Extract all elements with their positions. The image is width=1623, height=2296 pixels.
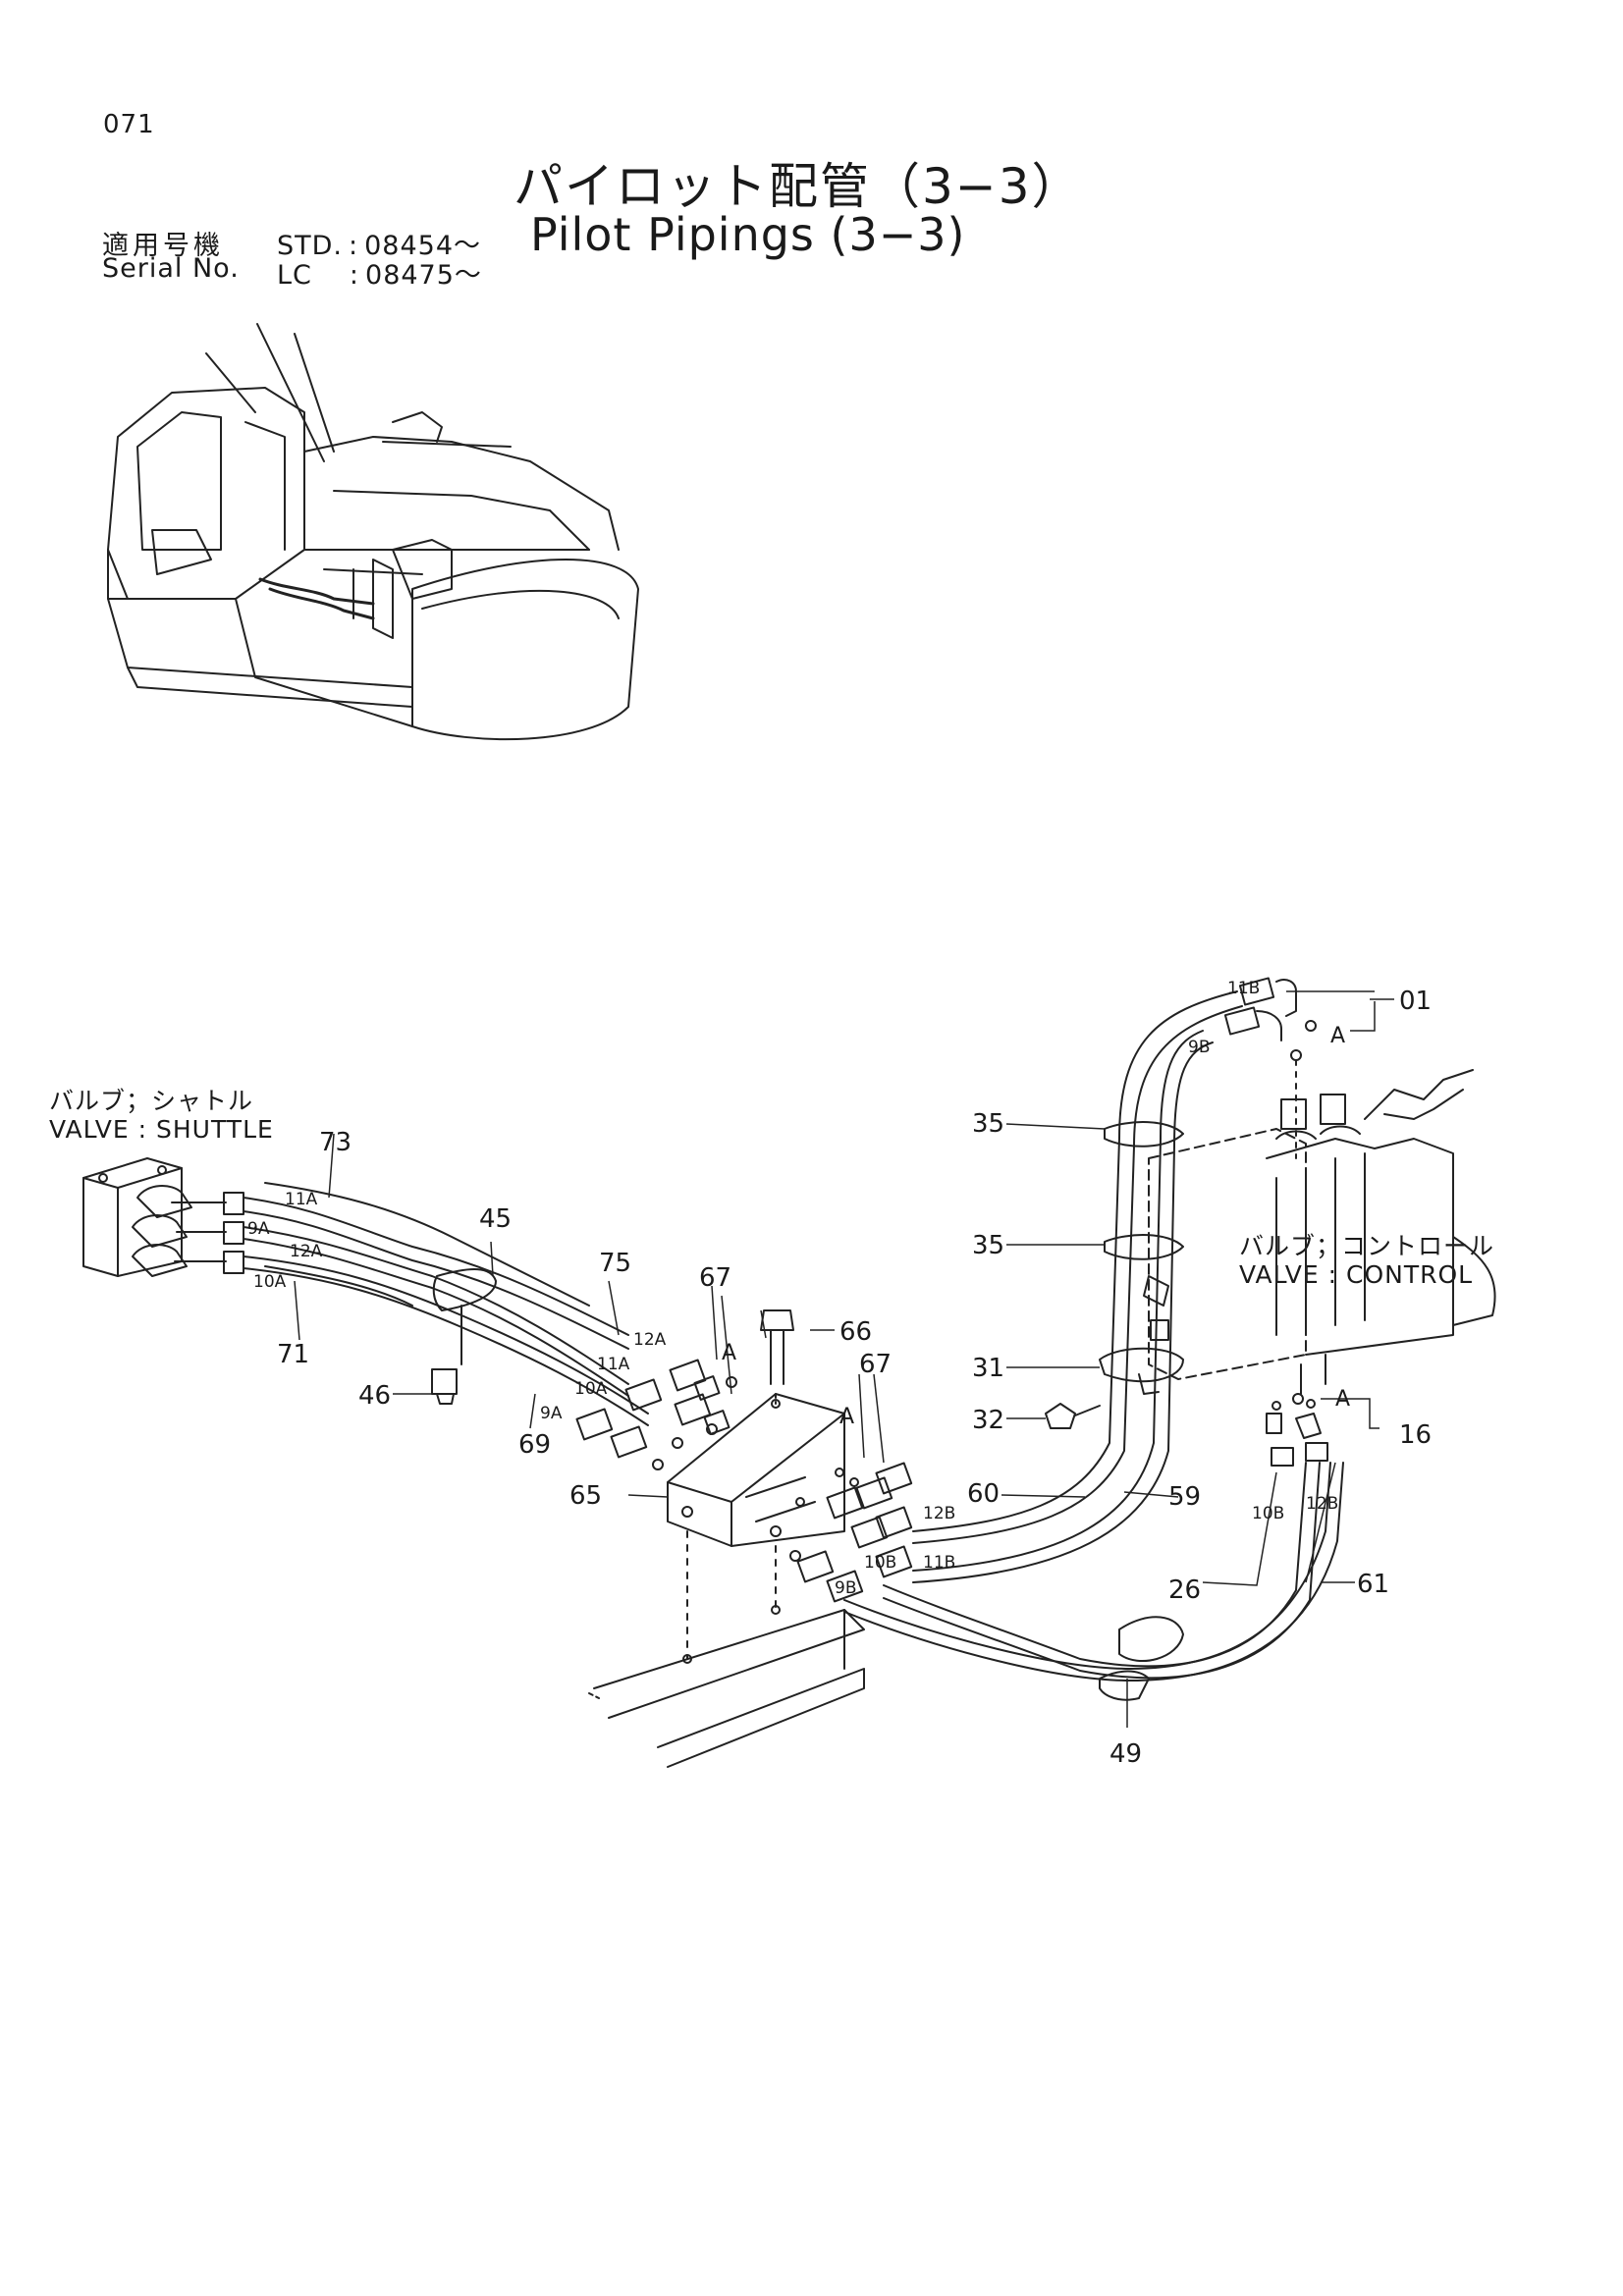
fittings-67-left [575,1359,737,1470]
hose-label-12b-manifold: 12B [923,1504,955,1523]
hose-label-11a-manifold: 11A [597,1355,630,1374]
hose-label-10a-shuttle: 10A [253,1272,287,1292]
std-value: 08454～ [364,231,482,261]
port-label-a-left: A [722,1341,736,1365]
callout-59: 59 [1168,1482,1201,1512]
hose-bundle-right [843,990,1344,1682]
callout-60: 60 [967,1479,1000,1509]
callout-73: 73 [319,1128,352,1157]
clamp-49 [1099,1616,1184,1701]
floor-plate [588,1605,865,1768]
callout-61: 61 [1357,1570,1389,1599]
serial-label-english: Serial No. [102,253,240,284]
hose-labels: 11A 9A 12A 10A 12A 11A 10A 9A 11B 9B 12B… [247,979,1338,1598]
lc-separator: : [349,260,360,291]
callout-35-lower: 35 [972,1231,1004,1260]
callout-69: 69 [518,1430,551,1460]
hose-label-9b-manifold: 9B [835,1578,856,1598]
callout-01: 01 [1399,987,1432,1016]
callout-35-upper: 35 [972,1109,1004,1139]
manifold-block-65 [667,1393,845,1660]
callout-46: 46 [358,1381,391,1411]
title-english: Pilot Pipings (3−3) [530,208,966,261]
hose-label-12a-manifold: 12A [633,1330,667,1350]
shuttle-valve-label-en: VALVE : SHUTTLE [49,1115,274,1144]
port-label-a-top: A [1330,1024,1345,1048]
callout-67-left: 67 [699,1263,731,1293]
hose-label-11a-shuttle: 11A [285,1190,318,1209]
excavator-overview-illustration [107,323,639,741]
callouts: 01 16 26 31 32 35 35 45 46 49 59 60 61 6… [277,987,1432,1769]
hose-label-12b-control: 12B [1306,1494,1338,1514]
hose-label-9a-manifold: 9A [540,1404,563,1423]
bolt-46 [431,1368,458,1405]
fittings-67-right [770,1462,913,1603]
lc-value: 08475～ [365,260,482,291]
hose-label-11b-manifold: 11B [923,1553,955,1573]
callout-66: 66 [839,1317,872,1347]
hose-label-9b-control: 9B [1188,1038,1210,1057]
bolt-32 [1045,1403,1101,1429]
callout-32: 32 [972,1406,1004,1435]
callout-26: 26 [1168,1575,1201,1605]
title-japanese: パイロット配管（3−3） [514,158,1083,215]
control-valve-body [1143,1069,1496,1405]
callout-49: 49 [1109,1739,1142,1769]
serial-lc-line: LC:08475～ [277,253,482,292]
callout-31: 31 [972,1354,1004,1383]
control-valve-label-en: VALVE : CONTROL [1239,1260,1474,1289]
leader-lines [294,990,1394,1728]
callout-67-right: 67 [859,1350,892,1379]
clamp-35-lower [1104,1234,1184,1260]
serial-std-line: STD.:08454～ [277,224,481,262]
callout-45: 45 [479,1204,512,1234]
std-separator: : [349,231,359,261]
callout-75: 75 [599,1249,631,1278]
control-valve-label-ja: バルブ；コントロール [1239,1232,1495,1260]
fittings-16 [1266,1399,1328,1467]
page-number: 071 [103,110,155,139]
lc-label: LC [277,260,312,291]
callout-71: 71 [277,1340,309,1369]
port-labels: A A A A [722,1024,1350,1429]
bolt-66 [760,1309,794,1405]
shuttle-valve-label-ja: バルブ；シャトル [49,1087,254,1115]
shuttle-valve-block [82,1157,244,1277]
hose-label-11b-control: 11B [1227,979,1260,998]
hose-label-10a-manifold: 10A [574,1379,608,1399]
callout-16: 16 [1399,1420,1432,1450]
hose-label-9a-shuttle: 9A [247,1219,270,1239]
clamp-35-upper [1104,1121,1184,1148]
port-label-a-control: A [1335,1387,1350,1412]
callout-65: 65 [569,1481,602,1511]
hose-label-10b-manifold: 10B [864,1553,896,1573]
port-label-a-right: A [839,1405,854,1429]
clamp-31 [1099,1347,1184,1395]
serial-label-japanese: 適用号機 [102,231,224,261]
hose-label-10b-control: 10B [1252,1504,1284,1523]
clamp-45 [432,1268,497,1365]
std-label: STD. [277,231,344,261]
hose-label-12a-shuttle: 12A [290,1242,323,1261]
